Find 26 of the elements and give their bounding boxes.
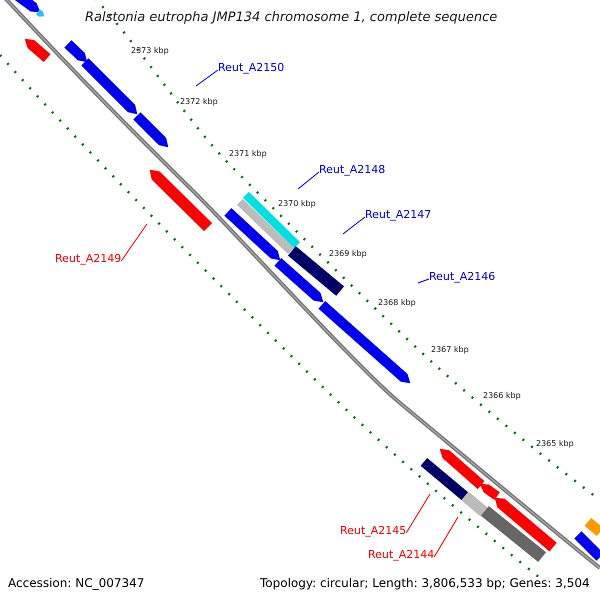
gene-label: Reut_A2145 <box>340 525 406 536</box>
gene-label: Reut_A2148 <box>319 164 386 175</box>
leader-line <box>434 516 458 558</box>
tick-label: 2366 kbp <box>483 392 521 400</box>
map-title: Ralstonia eutropha JMP134 chromosome 1, complete sequence <box>85 11 498 24</box>
footer-text: Accession: NC_007347 <box>8 577 144 589</box>
gene-label: Reut_A2146 <box>429 271 496 282</box>
tick-label: 2372 kbp <box>180 98 218 106</box>
leader-line <box>406 494 430 534</box>
leader-line <box>418 278 430 284</box>
gene-label: Reut_A2144 <box>368 549 434 560</box>
gene-label: Reut_A2150 <box>218 62 284 73</box>
tick-label: 2369 kbp <box>329 250 367 258</box>
leader-line <box>342 216 366 234</box>
gene-label: Reut_A2147 <box>365 209 432 220</box>
tick-label: 2365 kbp <box>536 440 574 448</box>
tick-label: 2373 kbp <box>131 47 169 55</box>
tick-label: 2371 kbp <box>229 150 267 158</box>
leader-line <box>298 172 320 190</box>
leader-line <box>196 70 218 86</box>
leader-line <box>120 224 148 262</box>
tick-label: 2370 kbp <box>278 200 316 208</box>
footer-text: Topology: circular; Length: 3,806,533 bp; Genes: 3,504 <box>260 577 590 589</box>
gene-label: Reut_A2149 <box>55 253 122 264</box>
tick-label: 2367 kbp <box>431 346 469 354</box>
tick-label: 2368 kbp <box>378 299 416 307</box>
